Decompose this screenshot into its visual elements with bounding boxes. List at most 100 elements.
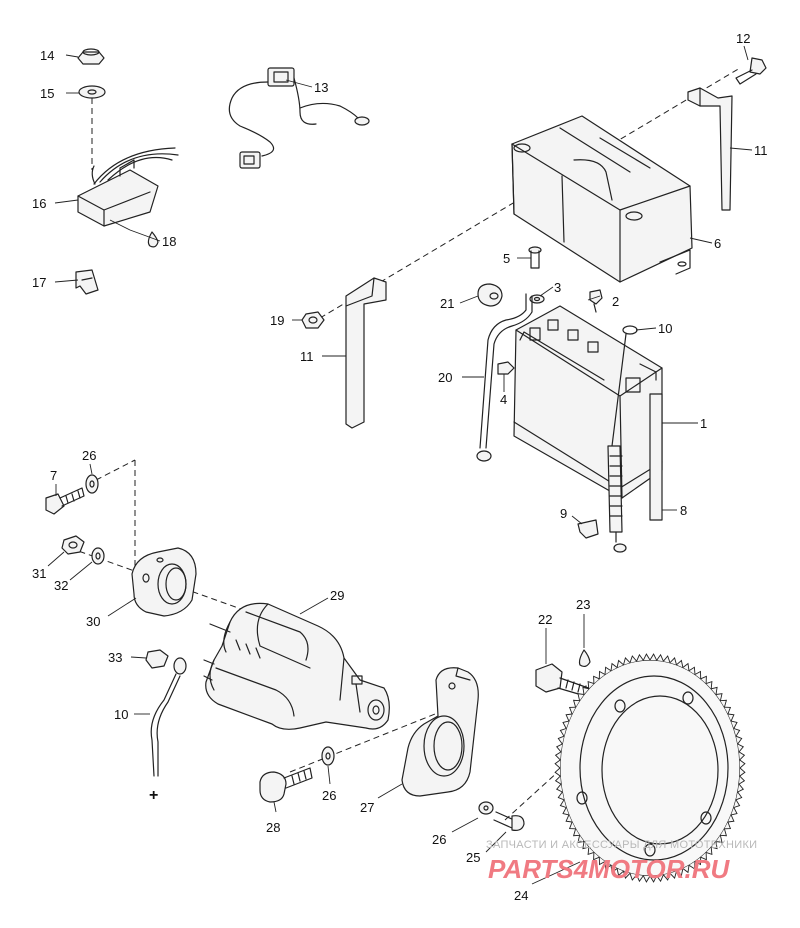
part-32-washer[interactable] bbox=[91, 547, 105, 565]
gear-tooth bbox=[711, 686, 718, 695]
gear-tooth bbox=[554, 775, 562, 785]
gear-tooth bbox=[577, 835, 585, 843]
gear-tooth bbox=[735, 791, 743, 801]
part-3-washer[interactable] bbox=[529, 294, 545, 304]
gear-tooth bbox=[554, 759, 561, 769]
gear-teeth bbox=[554, 653, 746, 883]
part-29-starter-motor[interactable] bbox=[203, 602, 390, 730]
gear-tooth bbox=[555, 783, 563, 793]
gear-tooth bbox=[616, 868, 624, 877]
gear-tooth bbox=[737, 783, 745, 793]
gear-tooth bbox=[711, 841, 718, 850]
gear-tooth bbox=[562, 720, 569, 729]
part-27-mounting-plate[interactable] bbox=[401, 667, 479, 797]
part-18-grease-drop[interactable] bbox=[147, 231, 159, 248]
gear-tooth bbox=[705, 680, 713, 689]
part-6-battery-cover[interactable] bbox=[511, 115, 693, 283]
gear-tooth bbox=[649, 653, 658, 661]
part-30-flange[interactable] bbox=[131, 547, 197, 617]
gear-tooth bbox=[642, 875, 651, 883]
callout-9: 9 bbox=[560, 506, 567, 521]
part-20-ground-cable[interactable] bbox=[476, 293, 533, 462]
gear-tooth bbox=[629, 873, 637, 881]
gear-tooth bbox=[568, 821, 576, 830]
callout-7: 7 bbox=[50, 468, 57, 483]
callout-16: 16 bbox=[32, 196, 46, 211]
gear-tooth bbox=[562, 807, 569, 816]
part-26-washer-mid[interactable] bbox=[321, 746, 335, 766]
callout-25: 25 bbox=[466, 850, 480, 865]
gear-tooth bbox=[582, 686, 589, 695]
part-2-terminal-bolt[interactable] bbox=[589, 289, 603, 313]
part-8-vent-tube[interactable] bbox=[649, 393, 663, 521]
part-16-control-module[interactable] bbox=[77, 147, 179, 227]
callout-10-top: 10 bbox=[658, 321, 672, 336]
part-12-bolt[interactable] bbox=[735, 57, 767, 85]
part-4-nut[interactable] bbox=[497, 361, 515, 375]
part-25-bolt[interactable] bbox=[493, 811, 525, 831]
part-28-bolt[interactable] bbox=[259, 767, 313, 803]
callout-12: 12 bbox=[736, 31, 750, 46]
callout-33: 33 bbox=[108, 650, 122, 665]
callout-13: 13 bbox=[314, 80, 328, 95]
part-23-threadlock-drop[interactable] bbox=[578, 649, 591, 668]
callout-14: 14 bbox=[40, 48, 54, 63]
callout-32: 32 bbox=[54, 578, 68, 593]
part-15-washer[interactable] bbox=[78, 85, 106, 99]
part-1-battery[interactable] bbox=[513, 305, 663, 499]
part-13-wire-harness[interactable] bbox=[228, 67, 370, 169]
gear-tooth bbox=[604, 666, 612, 675]
part-11-strap-left[interactable] bbox=[345, 277, 387, 429]
gear-tooth bbox=[705, 847, 713, 856]
part-17-clip[interactable] bbox=[75, 269, 99, 295]
part-33-nut[interactable] bbox=[145, 649, 169, 669]
callout-labels: 14 15 16 17 18 13 12 11 6 5 3 2 21 10 1 … bbox=[32, 31, 768, 903]
gear-tooth bbox=[739, 767, 746, 777]
callout-2: 2 bbox=[612, 294, 619, 309]
part-10-starter-cable[interactable] bbox=[150, 657, 187, 777]
gear-tooth bbox=[669, 657, 677, 665]
part-5-screw[interactable] bbox=[528, 246, 542, 269]
gear-tooth bbox=[593, 675, 600, 684]
gear-tooth bbox=[656, 653, 664, 662]
gear-tooth bbox=[598, 670, 606, 679]
gear-tooth bbox=[623, 871, 631, 879]
part-11-strap-right[interactable] bbox=[687, 87, 733, 211]
gear-tooth bbox=[720, 699, 728, 708]
gear-tooth bbox=[587, 680, 595, 689]
part-21-terminal-cap[interactable] bbox=[477, 283, 503, 307]
part-26-washer-low[interactable] bbox=[478, 801, 494, 815]
gear-tooth bbox=[720, 828, 728, 837]
gear-tooth bbox=[557, 735, 565, 745]
gear-tooth bbox=[656, 874, 664, 883]
part-19-nut[interactable] bbox=[301, 311, 325, 329]
gear-tooth bbox=[623, 657, 631, 665]
positive-terminal-sign: + bbox=[149, 787, 158, 804]
part-31-nut[interactable] bbox=[61, 535, 85, 555]
part-7-bolt[interactable] bbox=[45, 487, 85, 515]
callout-8: 8 bbox=[680, 503, 687, 518]
gear-tooth bbox=[568, 706, 576, 715]
gear-tooth bbox=[733, 728, 741, 737]
part-9-clamp[interactable] bbox=[577, 519, 599, 539]
gear-tooth bbox=[610, 662, 618, 671]
watermark-site: PARTS4MOTOR.RU bbox=[488, 854, 730, 884]
gear-tooth bbox=[663, 655, 671, 663]
part-22-bolt[interactable] bbox=[535, 663, 595, 699]
gear-tooth bbox=[649, 875, 658, 883]
gear-tooth bbox=[577, 693, 585, 701]
callout-10-low: 10 bbox=[114, 707, 128, 722]
part-26-washer-top[interactable] bbox=[85, 474, 99, 494]
gear-tooth bbox=[735, 735, 743, 745]
part-14-nut[interactable] bbox=[77, 48, 105, 65]
gear-tooth bbox=[610, 865, 618, 874]
callout-15: 15 bbox=[40, 86, 54, 101]
callout-23: 23 bbox=[576, 597, 590, 612]
gear-tooth bbox=[737, 743, 745, 753]
callout-20: 20 bbox=[438, 370, 452, 385]
gear-tooth bbox=[642, 653, 651, 661]
part-10-battery-cable[interactable] bbox=[607, 325, 638, 553]
part-24-ring-gear[interactable] bbox=[554, 653, 746, 883]
leader-lines bbox=[47, 45, 753, 885]
